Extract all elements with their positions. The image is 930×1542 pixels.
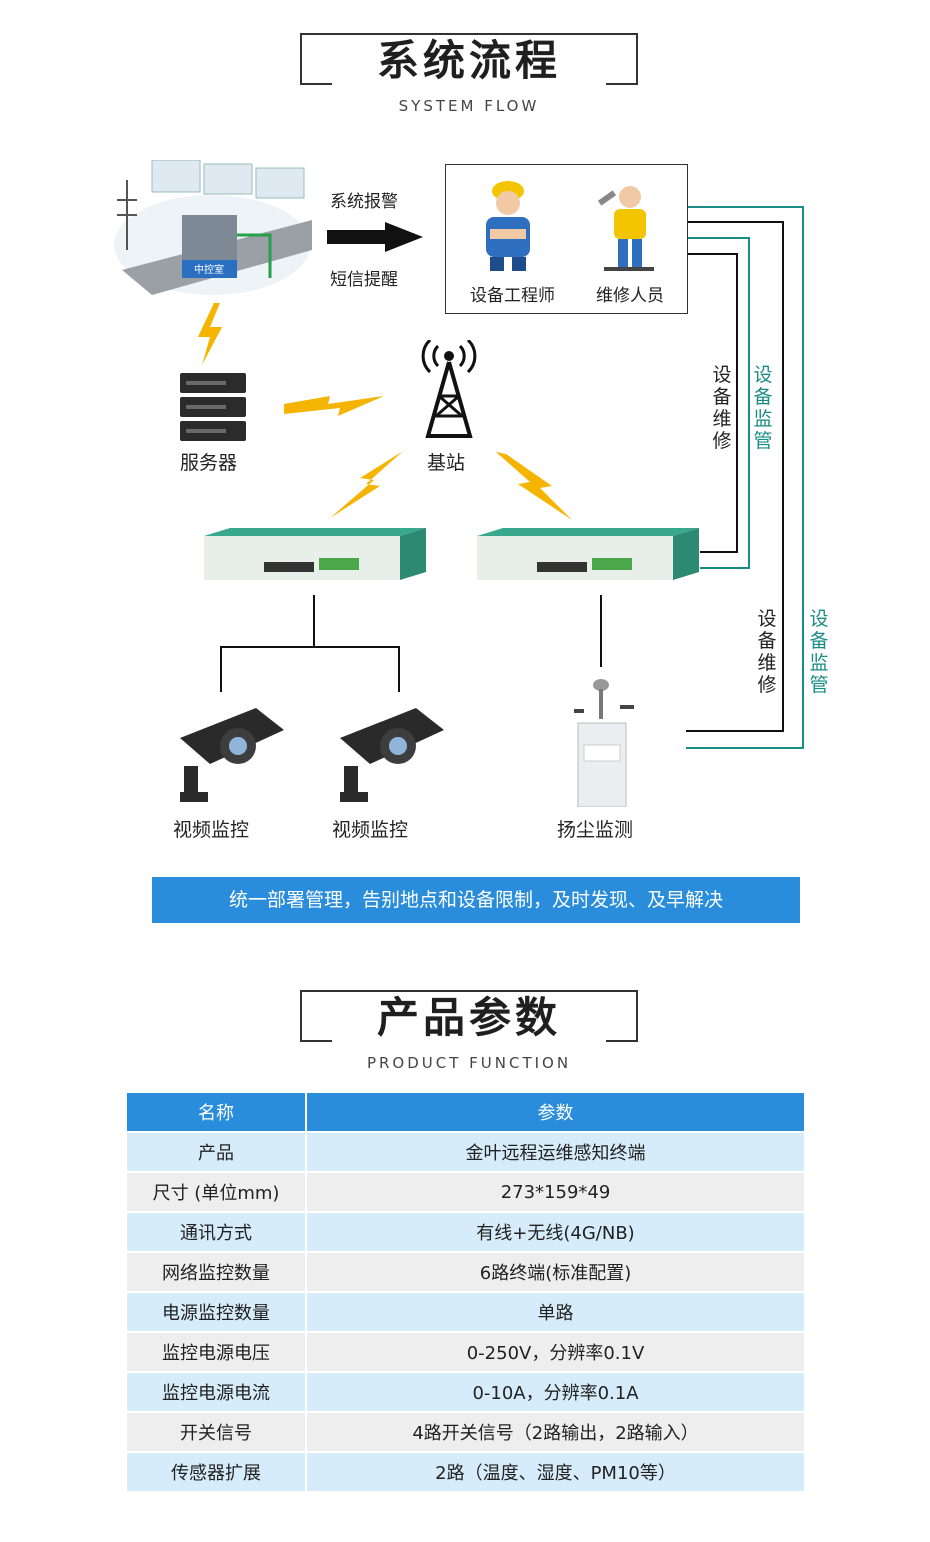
supervise-label-lower: 设备监管 (809, 608, 829, 696)
connector-line (220, 646, 400, 648)
engineer-label: 设备工程师 (470, 286, 555, 306)
lightning-icon (330, 448, 410, 522)
supervision-line (700, 567, 750, 569)
table-row: 电源监控数量 单路 (127, 1293, 804, 1333)
maintenance-line (736, 253, 738, 553)
param-name: 通讯方式 (127, 1213, 307, 1253)
repair-label: 维修人员 (596, 286, 664, 306)
param-name: 监控电源电压 (127, 1333, 307, 1373)
table-row: 开关信号 4路开关信号（2路输出，2路输入） (127, 1413, 804, 1453)
supervise-label-upper: 设备监管 (753, 364, 773, 452)
param-value: 金叶远程运维感知终端 (307, 1133, 804, 1173)
server-label: 服务器 (180, 452, 238, 474)
table-row: 通讯方式 有线+无线(4G/NB) (127, 1213, 804, 1253)
heading-bracket-right (606, 33, 638, 85)
connector-line (220, 646, 222, 692)
table-row: 传感器扩展 2路（温度、湿度、PM10等） (127, 1453, 804, 1493)
engineer-figure-icon (476, 177, 540, 277)
param-value: 单路 (307, 1293, 804, 1333)
dust-label: 扬尘监测 (557, 819, 634, 841)
params-heading: 产品参数 PRODUCT FUNCTION (300, 990, 638, 1072)
control-room-illustration: 中控室 (112, 159, 312, 295)
connector-line (600, 595, 602, 667)
supervision-line (748, 237, 750, 569)
params-table: 名称 参数 产品 金叶远程运维感知终端 尺寸 (单位mm) 273*159*49… (127, 1093, 804, 1493)
param-value: 2路（温度、湿度、PM10等） (307, 1453, 804, 1493)
param-name: 传感器扩展 (127, 1453, 307, 1493)
table-header-value: 参数 (307, 1093, 804, 1133)
maintenance-line (688, 253, 738, 255)
param-name: 网络监控数量 (127, 1253, 307, 1293)
heading-bracket-right (606, 990, 638, 1042)
params-subtitle: PRODUCT FUNCTION (366, 1054, 572, 1072)
summary-banner: 统一部署管理，告别地点和设备限制，及时发现、及早解决 (152, 877, 800, 923)
server-rack-icon (180, 373, 246, 447)
personnel-box: 设备工程师 维修人员 (445, 164, 688, 314)
param-name: 电源监控数量 (127, 1293, 307, 1333)
maintenance-line (688, 221, 784, 223)
lightning-icon (496, 452, 576, 526)
param-value: 273*159*49 (307, 1173, 804, 1213)
params-title: 产品参数 (340, 993, 598, 1043)
connector-line (313, 595, 315, 647)
repair-figure-icon (596, 177, 660, 277)
maintain-label-lower: 设备维修 (757, 608, 777, 696)
supervision-line (686, 747, 804, 749)
maintain-label-upper: 设备维修 (712, 364, 732, 452)
base-station-label: 基站 (427, 452, 466, 474)
flow-subtitle: SYSTEM FLOW (398, 97, 540, 115)
heading-bracket-left (300, 990, 632, 1042)
supervision-line (802, 206, 804, 749)
terminal-device-icon (204, 528, 426, 584)
param-name: 产品 (127, 1133, 307, 1173)
control-room-sign: 中控室 (194, 263, 224, 276)
param-value: 4路开关信号（2路输出，2路输入） (307, 1413, 804, 1453)
param-value: 0-250V，分辨率0.1V (307, 1333, 804, 1373)
param-value: 0-10A，分辨率0.1A (307, 1373, 804, 1413)
maintenance-line (686, 730, 784, 732)
connector-line (398, 646, 400, 692)
maintenance-line (782, 221, 784, 732)
lightning-icon (284, 390, 384, 426)
param-value: 6路终端(标准配置) (307, 1253, 804, 1293)
dust-monitor-icon (568, 675, 638, 811)
alert-arrow-icon (327, 222, 423, 256)
heading-bracket-left (300, 33, 632, 85)
param-name: 监控电源电流 (127, 1373, 307, 1413)
table-row: 监控电源电压 0-250V，分辨率0.1V (127, 1333, 804, 1373)
param-name: 尺寸 (单位mm) (127, 1173, 307, 1213)
alert-top-label: 系统报警 (330, 192, 398, 212)
param-name: 开关信号 (127, 1413, 307, 1453)
supervision-line (688, 237, 750, 239)
alert-bottom-label: 短信提醒 (330, 270, 398, 290)
table-row: 尺寸 (单位mm) 273*159*49 (127, 1173, 804, 1213)
maintenance-line (700, 551, 738, 553)
flow-heading: 系统流程 SYSTEM FLOW (300, 33, 638, 115)
camera2-label: 视频监控 (332, 819, 409, 841)
param-value: 有线+无线(4G/NB) (307, 1213, 804, 1253)
table-header-row: 名称 参数 (127, 1093, 804, 1133)
terminal-device-icon (477, 528, 699, 584)
camera-icon (336, 708, 446, 808)
camera-icon (176, 708, 286, 808)
table-row: 产品 金叶远程运维感知终端 (127, 1133, 804, 1173)
supervision-line (688, 206, 804, 208)
table-header-name: 名称 (127, 1093, 307, 1133)
flow-title: 系统流程 (340, 36, 598, 86)
camera1-label: 视频监控 (173, 819, 250, 841)
base-station-tower-icon (414, 338, 484, 442)
lightning-icon (196, 303, 224, 369)
table-row: 监控电源电流 0-10A，分辨率0.1A (127, 1373, 804, 1413)
table-row: 网络监控数量 6路终端(标准配置) (127, 1253, 804, 1293)
